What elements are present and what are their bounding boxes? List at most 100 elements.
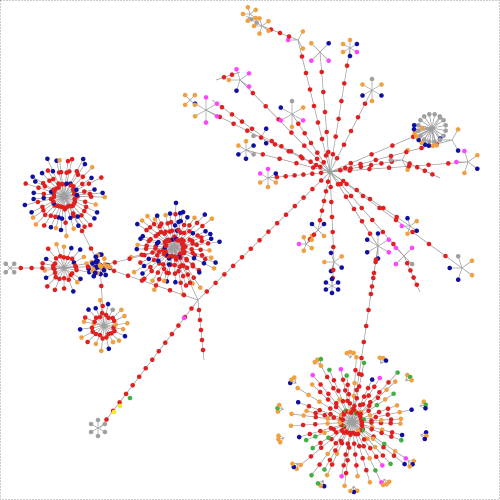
graph-node-table [230, 263, 236, 269]
graph-node-table [181, 250, 187, 256]
graph-node-linebreak [317, 399, 322, 405]
graph-node-table [184, 265, 190, 271]
graph-node-linebreak [300, 105, 306, 110]
graph-node-table [82, 199, 88, 205]
graph-node-table [263, 104, 269, 109]
graph-node-link [326, 41, 332, 46]
graph-node-table [379, 430, 384, 436]
graph-node-table [286, 34, 292, 39]
graph-node-link [43, 275, 49, 281]
graph-node-table [319, 136, 325, 142]
graph-edge [431, 119, 444, 129]
graph-node-linebreak [324, 472, 330, 478]
graph-node-table [219, 104, 225, 110]
graph-edge [63, 195, 75, 229]
graph-node-table [373, 454, 379, 460]
graph-edge [35, 195, 65, 225]
graph-node-table [200, 223, 205, 229]
graph-node-table [385, 412, 391, 417]
graph-node-link [78, 276, 83, 282]
graph-node-table [257, 238, 262, 243]
graph-node-table [340, 377, 346, 383]
graph-node-table [329, 199, 334, 205]
graph-node-table [343, 165, 348, 171]
graph-node-linebreak [182, 102, 188, 108]
graph-node-table [419, 145, 424, 151]
graph-node-table [148, 236, 153, 242]
graph-node-link [217, 239, 222, 245]
graph-node-table [352, 403, 357, 409]
graph-node-table [367, 196, 373, 202]
graph-node-table [414, 164, 420, 170]
graph-node-table [155, 270, 161, 275]
graph-node-table [300, 155, 305, 161]
graph-node-linebreak [309, 382, 315, 387]
graph-node-link [31, 190, 36, 196]
graph-node-other [327, 169, 333, 175]
graph-node-link [426, 143, 432, 148]
graph-node-linebreak [462, 170, 467, 176]
graph-node-table [361, 437, 367, 442]
graph-node-table [358, 161, 363, 167]
graph-node-linebreak [354, 354, 359, 360]
graph-node-table [327, 457, 333, 463]
graph-node-table [308, 140, 314, 146]
graph-node-image [265, 166, 271, 172]
graph-node-link [173, 200, 179, 206]
graph-node-table [318, 440, 323, 446]
graph-node-table [176, 323, 181, 328]
graph-node-linebreak [315, 357, 320, 363]
graph-edge [35, 181, 65, 197]
graph-node-linebreak [289, 411, 294, 417]
graph-node-table [51, 176, 56, 182]
graph-node-table [199, 337, 205, 343]
graph-node-linebreak [266, 19, 271, 24]
graph-node-table [143, 366, 148, 371]
graph-node-linebreak [150, 278, 155, 284]
graph-node-link [323, 280, 329, 285]
graph-node-table [302, 143, 307, 148]
graph-node-table [179, 263, 185, 268]
graph-node-table [73, 265, 79, 270]
graph-node-linebreak [245, 5, 251, 10]
graph-node-table [176, 268, 181, 274]
graph-node-table [330, 229, 336, 235]
graph-node-link [354, 41, 360, 47]
graph-node-table [29, 265, 34, 271]
graph-node-other [421, 114, 427, 119]
graph-node-table [348, 128, 354, 134]
graph-node-linebreak [321, 233, 327, 239]
graph-node-table [377, 205, 382, 211]
graph-node-link [39, 170, 45, 176]
graph-node-table [100, 303, 105, 309]
graph-edge [424, 127, 433, 145]
graph-node-table [194, 220, 200, 226]
graph-node-table [308, 454, 314, 459]
graph-node-table [341, 142, 347, 147]
graph-node-linebreak [119, 307, 124, 313]
graph-node-table [318, 170, 324, 176]
graph-node-table [156, 348, 162, 354]
graph-node-div [399, 437, 404, 443]
graph-node-table [299, 54, 305, 59]
graph-node-table [292, 203, 298, 209]
graph-node-table [202, 256, 208, 262]
graph-node-table [318, 445, 324, 451]
graph-node-link [375, 231, 381, 236]
graph-node-table [283, 174, 289, 179]
graph-node-linebreak [306, 392, 311, 398]
graph-node-linebreak [161, 278, 167, 284]
graph-node-table [326, 149, 331, 155]
graph-node-table [389, 434, 394, 439]
graph-node-link [91, 273, 97, 279]
graph-node-other [251, 152, 256, 157]
graph-node-table [359, 205, 365, 211]
graph-node-linebreak [273, 180, 279, 185]
graph-node-table [325, 397, 331, 402]
graph-node-link [296, 434, 302, 440]
graph-node-link [167, 211, 173, 216]
graph-node-table [187, 229, 192, 234]
graph-edges [5, 7, 478, 493]
graph-node-table [361, 443, 367, 449]
graph-node-table [386, 165, 392, 170]
